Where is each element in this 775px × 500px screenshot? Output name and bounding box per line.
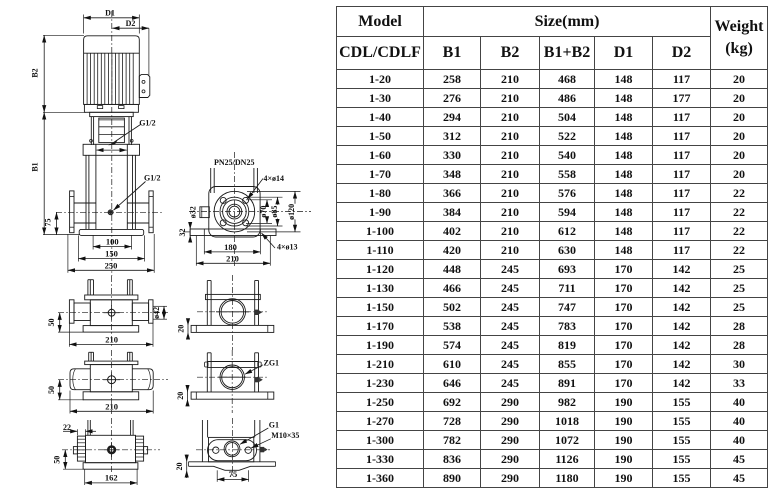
svg-text:22: 22 xyxy=(63,423,71,432)
svg-text:ø120: ø120 xyxy=(287,204,296,220)
svg-text:75: 75 xyxy=(44,219,53,227)
svg-text:ø85: ø85 xyxy=(270,206,279,218)
svg-text:150: 150 xyxy=(105,249,118,259)
svg-text:ø70: ø70 xyxy=(259,206,268,218)
svg-text:180: 180 xyxy=(224,242,237,252)
svg-text:B1: B1 xyxy=(31,162,40,171)
svg-text:G1/2: G1/2 xyxy=(139,119,155,128)
svg-text:4×ø14: 4×ø14 xyxy=(264,174,285,183)
svg-text:B2: B2 xyxy=(31,68,40,77)
svg-text:100: 100 xyxy=(106,237,119,247)
svg-text:ø32: ø32 xyxy=(189,206,198,218)
svg-text:ø42: ø42 xyxy=(152,307,161,319)
svg-text:D2: D2 xyxy=(126,19,136,28)
svg-text:G1/2: G1/2 xyxy=(144,174,160,183)
svg-text:4×ø13: 4×ø13 xyxy=(277,242,298,251)
svg-text:50: 50 xyxy=(47,319,56,327)
svg-text:250: 250 xyxy=(105,260,118,270)
svg-text:PN25/DN25: PN25/DN25 xyxy=(214,158,254,167)
svg-text:75: 75 xyxy=(229,469,238,479)
svg-text:20: 20 xyxy=(177,325,186,333)
svg-text:D1: D1 xyxy=(105,9,115,18)
svg-text:210: 210 xyxy=(105,334,118,344)
svg-text:G1: G1 xyxy=(269,421,279,430)
svg-text:50: 50 xyxy=(52,456,61,464)
svg-text:32: 32 xyxy=(178,229,187,237)
svg-text:20: 20 xyxy=(175,463,184,471)
svg-text:M10×35: M10×35 xyxy=(271,431,299,440)
svg-text:210: 210 xyxy=(105,401,118,411)
svg-text:ZG1: ZG1 xyxy=(264,359,280,368)
svg-text:162: 162 xyxy=(105,473,118,483)
svg-text:210: 210 xyxy=(226,253,239,263)
svg-text:50: 50 xyxy=(47,386,56,394)
svg-text:20: 20 xyxy=(176,392,185,400)
